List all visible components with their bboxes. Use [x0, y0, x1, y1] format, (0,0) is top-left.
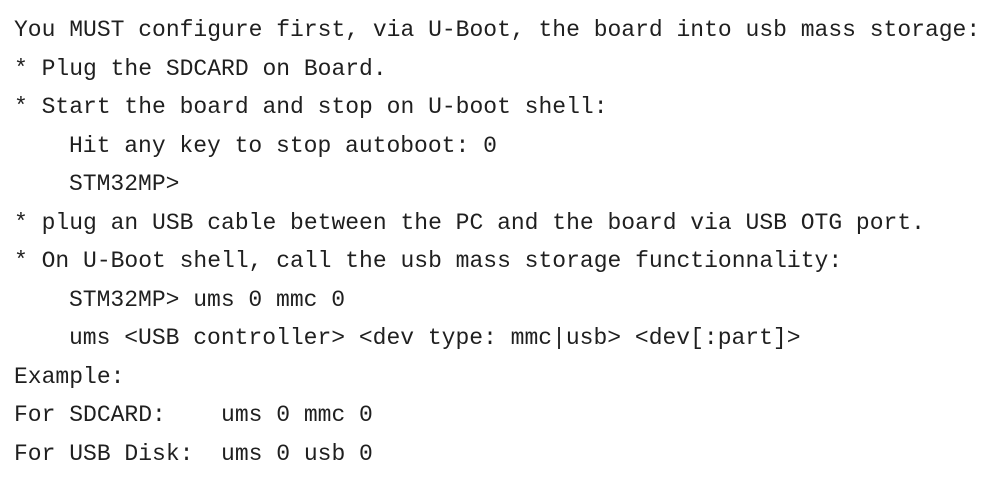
autoboot-prompt: Hit any key to stop autoboot: 0 [69, 132, 497, 159]
example-heading: Example: [14, 363, 125, 390]
ums-command: STM32MP> ums 0 mmc 0 [69, 286, 346, 313]
example-usb-disk: For USB Disk: ums 0 usb 0 [14, 440, 373, 467]
step-call-ums: * On U-Boot shell, call the usb mass sto… [14, 248, 843, 274]
step-plug-usb-cable: * plug an USB cable between the PC and t… [14, 209, 925, 236]
step-plug-sdcard: * Plug the SDCARD on Board. [14, 55, 387, 82]
step-start-board: * Start the board and stop on U-boot she… [14, 94, 608, 120]
intro-line: You MUST configure first, via U-Boot, th… [14, 17, 981, 43]
ums-usage: ums <USB controller> <dev type: mmc|usb>… [69, 325, 801, 351]
example-sdcard: For SDCARD: ums 0 mmc 0 [14, 402, 373, 428]
uboot-prompt: STM32MP> [69, 171, 180, 197]
